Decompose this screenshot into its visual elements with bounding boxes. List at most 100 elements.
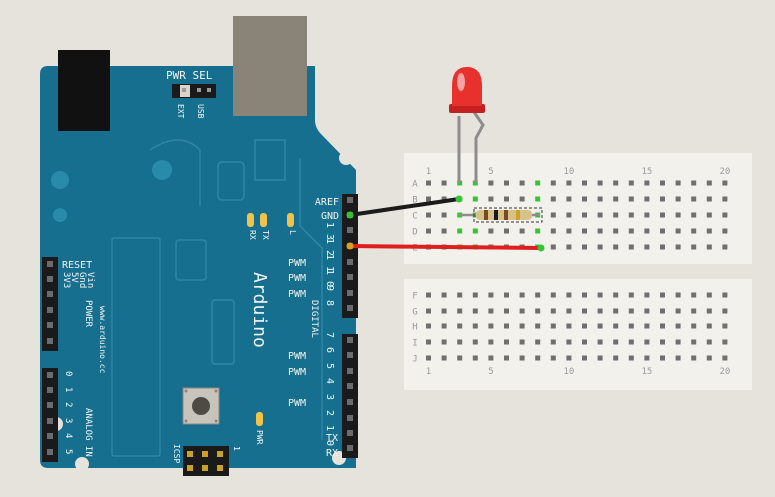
arduino-logo-text: Arduino [249,272,270,348]
breadboard-hole [426,212,431,218]
breadboard-hole [597,228,603,234]
breadboard-hole [488,308,494,314]
breadboard-hole [550,212,556,218]
breadboard-hole [691,228,697,234]
breadboard-hole [426,339,431,345]
power-select-jumper [172,84,216,98]
breadboard-hole [722,212,728,218]
header-pin [47,276,53,282]
breadboard-hole [706,228,712,234]
header-pin [47,322,53,328]
header-pin [47,291,53,297]
row-label: J [412,355,417,365]
breadboard-hole [519,308,525,314]
analog-pin-label: 4 [63,433,73,438]
breadboard-hole [488,339,494,345]
icsp-pins [187,451,223,471]
resistor [459,207,543,223]
breadboard-hole [519,292,525,298]
breadboard-hole [691,308,697,314]
breadboard-hole [660,212,665,218]
breadboard-hole [550,323,556,329]
analog-pin-label: 1 [63,387,73,392]
pwr-sel-label: PWR SEL [166,69,213,82]
breadboard-hole [722,228,728,234]
breadboard-hole [722,323,728,329]
breadboard-hole [582,180,587,186]
power-pin-label: Vin [85,272,95,288]
l-led-label: L [288,230,297,235]
pwm-label: PWM [288,398,306,409]
pwm-label: PWM [288,351,306,362]
power-jack [58,50,110,131]
header-pin [347,415,353,421]
digital-pin-number: 6 [324,347,335,353]
breadboard-hole [722,292,728,298]
rx-led [260,213,267,227]
breadboard-hole [706,212,712,218]
capacitor-left [51,171,69,189]
breadboard-hole [613,339,619,345]
header-pin [47,433,53,439]
breadboard-hole [472,308,478,314]
column-number: 10 [563,367,574,377]
tx-led [247,213,254,227]
reset-label: RESET [62,260,92,271]
resistor-band [484,210,488,220]
row-label: B [412,196,417,206]
header-pin [347,368,353,374]
breadboard-hole [488,292,494,298]
digital-pin-number: 5 [324,363,335,369]
header-pin [347,274,353,280]
breadboard-hole [441,292,447,298]
breadboard-hole [441,196,447,202]
breadboard-hole [613,228,619,234]
breadboard-hole [691,292,697,298]
mounting-hole [75,457,89,471]
breadboard-hole [535,196,541,202]
digital-pin-number: 9 [324,285,335,291]
breadboard-hole [644,308,650,314]
red-led [449,67,485,183]
breadboard-hole [706,355,712,361]
breadboard-hole [566,228,572,234]
icsp-header [183,446,229,476]
column-number: 20 [719,167,730,177]
breadboard-hole [566,180,572,186]
column-number: 1 [426,367,431,377]
breadboard-hole [504,180,509,186]
breadboard-hole [613,292,619,298]
ext-label: EXT [176,104,185,119]
board-traces [111,139,323,457]
breadboard-hole [660,308,665,314]
breadboard-hole [441,308,447,314]
resistor-band [494,210,498,220]
gnd-label: GND [321,211,339,222]
breadboard-hole [582,292,587,298]
crystal-outline [217,161,245,201]
breadboard-hole [566,292,572,298]
breadboard-hole [426,292,431,298]
digital-header-bottom [342,334,358,458]
breadboard-hole [660,196,665,202]
breadboard-hole [644,228,650,234]
breadboard-hole [535,355,541,361]
breadboard-hole [457,339,463,345]
breadboard-hole [691,196,697,202]
breadboard-hole [582,212,587,218]
header-pin [47,449,53,455]
analog-pin-label: 3 [63,418,73,423]
breadboard-bottom-half [404,279,752,390]
breadboard-hole [566,212,572,218]
breadboard-hole [472,292,478,298]
header-pin [347,227,353,233]
breadboard-hole [644,244,650,250]
breadboard-hole [597,212,603,218]
column-number: 5 [488,367,493,377]
column-number: 15 [641,367,652,377]
breadboard-hole [535,228,541,234]
reset-button[interactable] [182,387,220,425]
